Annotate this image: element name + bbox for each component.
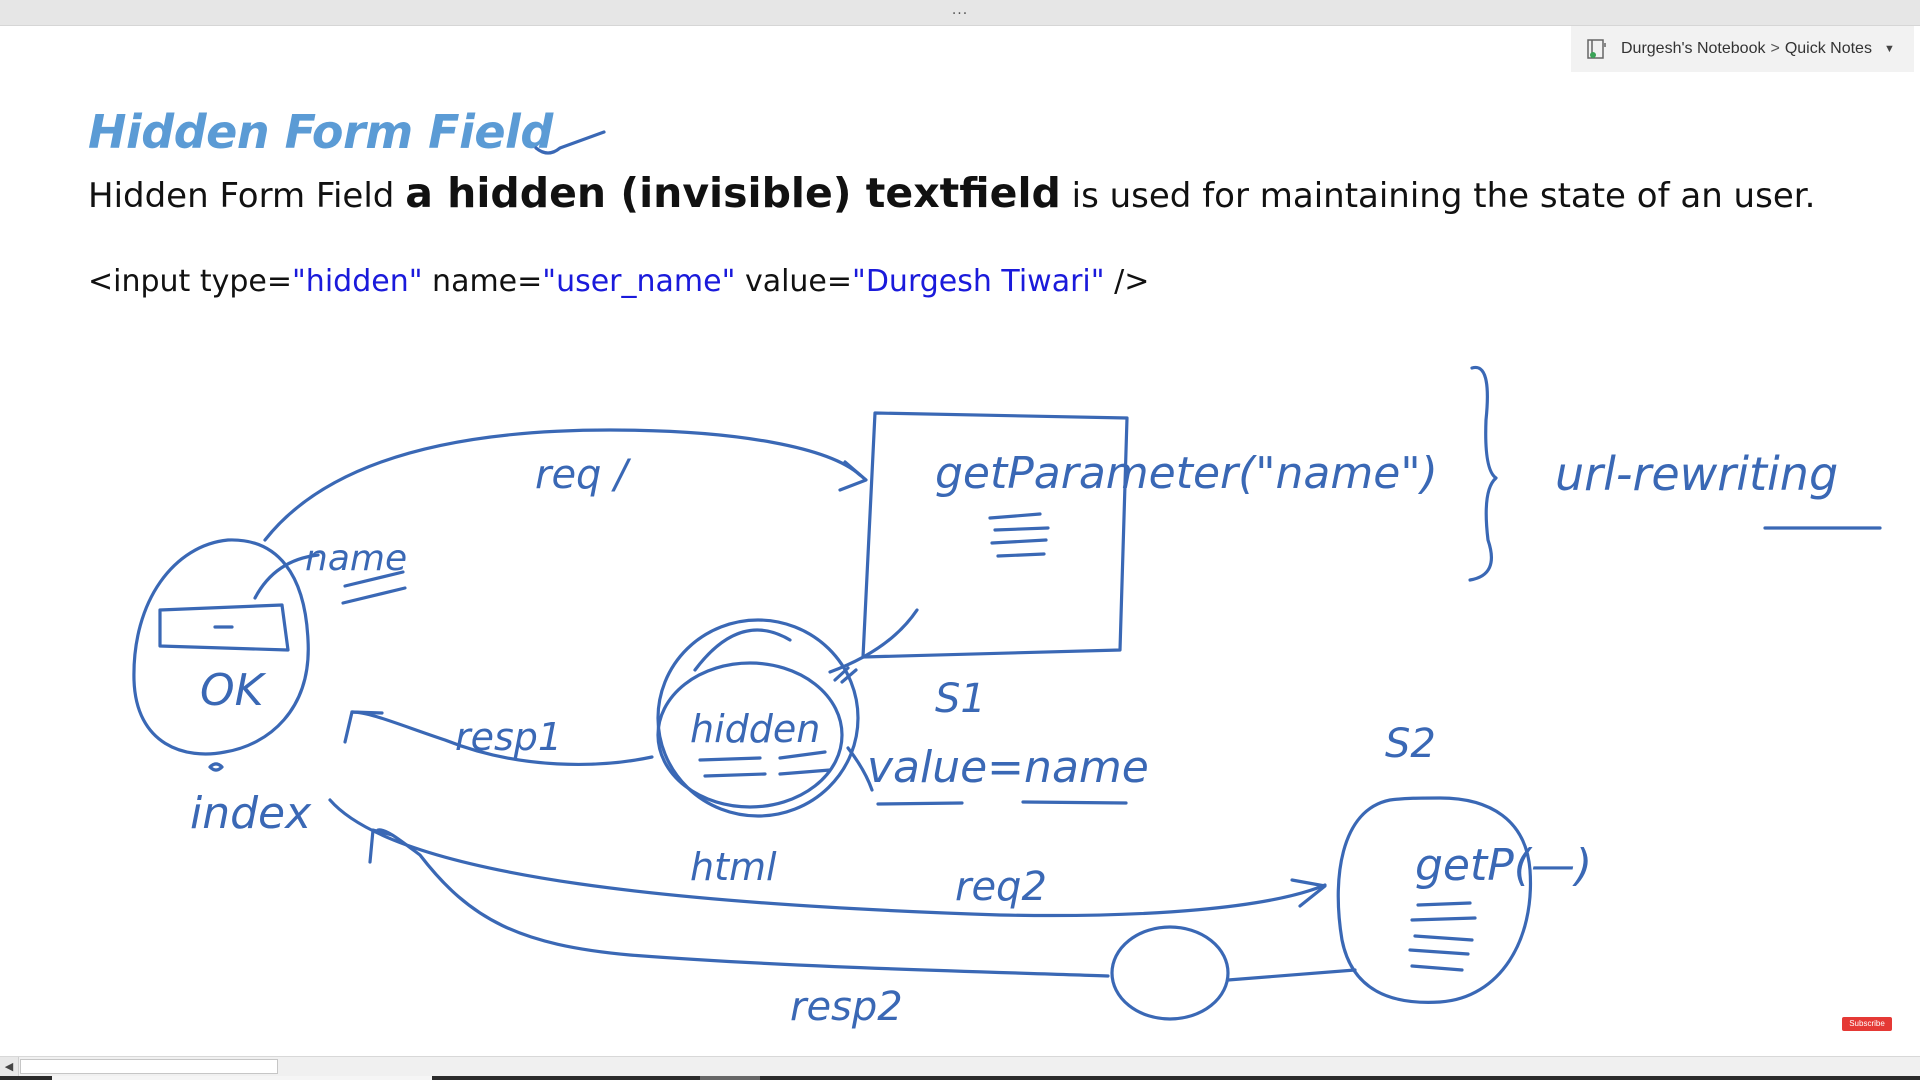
label-getparameter: getParameter("name") (935, 448, 1438, 499)
label-name: name (305, 538, 407, 579)
s1-to-hidden (828, 608, 919, 674)
req2-arrow (328, 798, 1327, 918)
more-options-icon[interactable]: ... (951, 2, 969, 18)
definition-bold: a hidden (invisible) textfield (405, 169, 1061, 217)
label-resp2: resp2 (790, 984, 903, 1030)
req-arrow (263, 428, 862, 542)
name-pointer (253, 553, 320, 600)
resp2-circle (1110, 925, 1230, 1021)
resp1-arrow (350, 710, 654, 767)
taskbar-segment (52, 1076, 432, 1080)
name-underline (341, 570, 407, 605)
window-top-bar: ... (0, 0, 1920, 26)
scroll-left-icon[interactable]: ◀ (0, 1057, 19, 1077)
definition-text: Hidden Form Field a hidden (invisible) t… (88, 170, 1815, 219)
notebook-breadcrumb[interactable]: Durgesh's Notebook > Quick Notes ▼ (1571, 26, 1914, 72)
code-name-value: "user_name" (542, 264, 736, 299)
code-value-value: "Durgesh Tiwari" (852, 264, 1105, 299)
resp2-arrow (376, 828, 1110, 978)
scrollbar-thumb[interactable] (20, 1059, 278, 1074)
label-html: html (690, 845, 777, 889)
getparameter-lines (988, 512, 1050, 558)
hidden-inner-circle (656, 661, 844, 809)
right-brace (1468, 365, 1498, 582)
req2-arrow-head (1290, 878, 1327, 908)
label-url-rewriting: url-rewriting (1555, 447, 1838, 501)
code-name-attr: name= (422, 264, 543, 299)
hidden-outer-circle (656, 618, 860, 818)
horizontal-scrollbar[interactable]: ◀ (0, 1056, 1920, 1077)
hidden-underlines (698, 750, 832, 778)
label-value-eq-name: value=name (867, 742, 1149, 793)
input-box (158, 603, 290, 652)
label-req2: req2 (955, 864, 1047, 910)
resp1-arrow-head (343, 710, 384, 744)
code-snippet: <input type="hidden" name="user_name" va… (88, 262, 1149, 302)
servlet-s1-box (861, 411, 1129, 659)
definition-part1: Hidden Form Field (88, 176, 406, 216)
breadcrumb-separator: > (1770, 40, 1780, 57)
hidden-tick (833, 666, 858, 684)
code-value-attr: value= (735, 264, 853, 299)
taskbar-strip (0, 1076, 1920, 1080)
code-tag-close: /> (1104, 264, 1150, 299)
subscribe-badge[interactable]: Subscribe (1842, 1017, 1892, 1031)
code-type-value: "hidden" (292, 264, 423, 299)
label-req: req / (535, 452, 632, 498)
hidden-to-value (846, 746, 874, 792)
label-ok: OK (200, 665, 267, 716)
onenote-notebook-icon (1587, 39, 1606, 59)
small-o (208, 762, 224, 772)
servlet-s2-circle (1336, 796, 1533, 1004)
code-tag-open: <input type= (88, 264, 292, 299)
label-getp: getP(—) (1415, 840, 1592, 891)
resp2-circle-link (1226, 968, 1357, 982)
page-title: Hidden Form Field (88, 105, 553, 159)
client-circle (132, 538, 310, 756)
taskbar-segment (700, 1076, 760, 1080)
getp-lines (1408, 901, 1477, 972)
req-arrow-head (838, 460, 868, 492)
label-index: index (190, 788, 312, 839)
breadcrumb-section: Quick Notes (1784, 40, 1872, 57)
label-hidden: hidden (690, 707, 820, 751)
value-underlines (876, 800, 1128, 806)
label-s1: S1 (935, 676, 986, 722)
label-resp1: resp1 (455, 715, 562, 759)
definition-part2: is used for maintaining the state of an … (1060, 176, 1816, 216)
hidden-top-loop (693, 628, 792, 672)
breadcrumb-notebook: Durgesh's Notebook (1621, 40, 1766, 57)
chevron-down-icon[interactable]: ▼ (1883, 43, 1895, 55)
label-s2: S2 (1385, 721, 1436, 767)
resp2-arrow-head (368, 828, 394, 864)
